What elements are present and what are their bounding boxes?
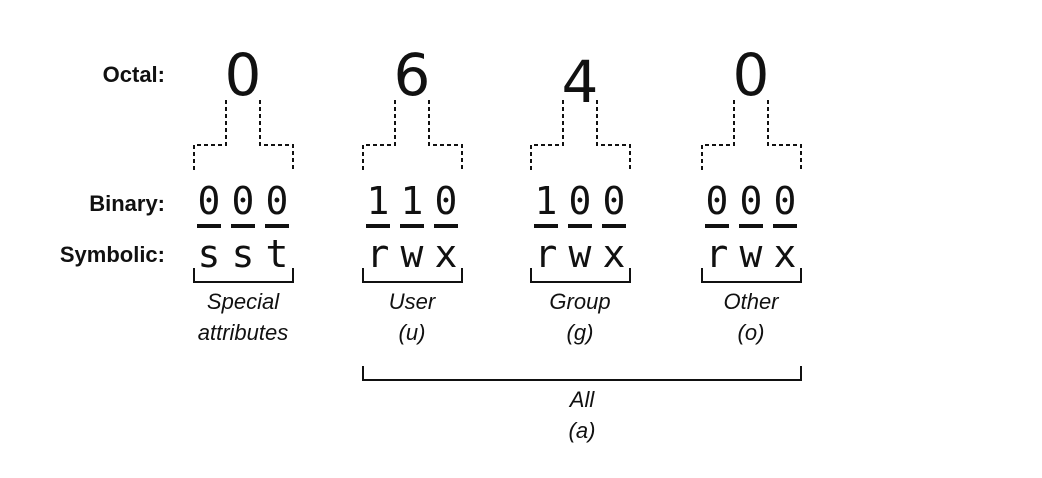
dashed-bracket xyxy=(530,100,564,170)
binary-bit: 1 xyxy=(535,179,558,223)
group-bracket xyxy=(701,268,802,283)
symbolic-char: x xyxy=(435,232,458,276)
group-special: 0 0 0 0 s s t Special attributes xyxy=(193,41,294,345)
group-caption: (u) xyxy=(399,320,426,345)
group-other: 0 0 0 0 r w x Other (o) xyxy=(701,41,802,345)
group-user: 6 1 1 0 r w x User (u) xyxy=(362,41,463,345)
octal-digit: 0 xyxy=(733,41,770,109)
dashed-bracket xyxy=(428,100,463,170)
binary-bit: 0 xyxy=(198,179,221,223)
binary-bit: 1 xyxy=(367,179,390,223)
symbolic-char: x xyxy=(603,232,626,276)
binary-bit: 0 xyxy=(266,179,289,223)
group-caption: User xyxy=(389,289,437,314)
symbolic-char: r xyxy=(535,232,558,276)
group-caption: (g) xyxy=(567,320,594,345)
octal-digit: 0 xyxy=(225,41,262,109)
all-group: All (a) xyxy=(362,366,802,443)
symbolic-char: x xyxy=(774,232,797,276)
symbolic-char: w xyxy=(569,232,592,276)
symbolic-char: s xyxy=(232,232,255,276)
octal-label: Octal: xyxy=(103,62,165,87)
dashed-bracket xyxy=(701,100,735,170)
dashed-bracket xyxy=(362,100,396,170)
binary-label: Binary: xyxy=(89,191,165,216)
group-caption: Group xyxy=(549,289,610,314)
dashed-bracket xyxy=(767,100,802,170)
symbolic-char: s xyxy=(198,232,221,276)
binary-bit: 0 xyxy=(232,179,255,223)
octal-digit: 4 xyxy=(562,48,599,116)
binary-bit: 0 xyxy=(706,179,729,223)
all-bracket xyxy=(362,366,802,381)
symbolic-char: r xyxy=(367,232,390,276)
octal-digit: 6 xyxy=(394,41,431,109)
symbolic-char: w xyxy=(740,232,763,276)
dashed-bracket xyxy=(193,100,227,170)
group-caption: Other xyxy=(723,289,780,314)
binary-bit: 0 xyxy=(740,179,763,223)
group-group: 4 1 0 0 r w x Group (g) xyxy=(530,48,631,345)
group-bracket xyxy=(362,268,463,283)
group-bracket xyxy=(193,268,294,283)
group-caption: (o) xyxy=(738,320,765,345)
binary-bit: 0 xyxy=(774,179,797,223)
dashed-bracket xyxy=(596,100,631,170)
binary-bit: 0 xyxy=(435,179,458,223)
symbolic-label: Symbolic: xyxy=(60,242,165,267)
dashed-bracket xyxy=(259,100,294,170)
symbolic-char: t xyxy=(266,232,289,276)
group-caption: attributes xyxy=(198,320,289,345)
group-caption: Special xyxy=(207,289,280,314)
binary-bit: 0 xyxy=(569,179,592,223)
all-caption: All xyxy=(568,387,596,412)
binary-bit: 1 xyxy=(401,179,424,223)
group-bracket xyxy=(530,268,631,283)
all-caption: (a) xyxy=(569,418,596,443)
binary-bit: 0 xyxy=(603,179,626,223)
symbolic-char: r xyxy=(706,232,729,276)
symbolic-char: w xyxy=(401,232,424,276)
